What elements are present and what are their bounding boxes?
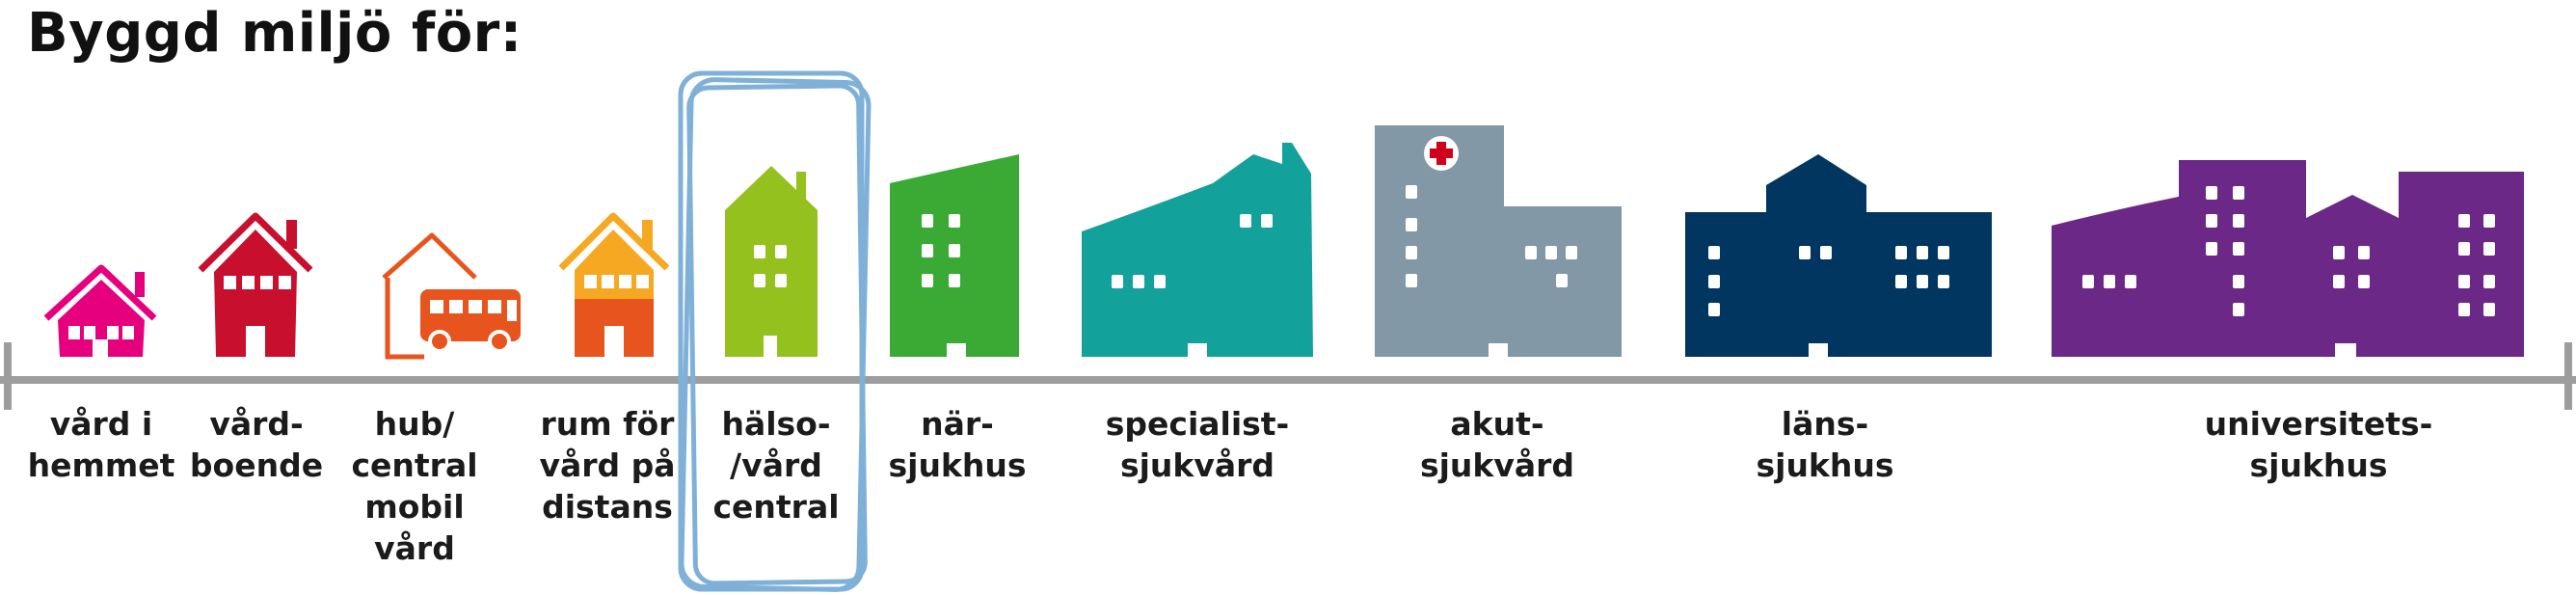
label-line: sjukhus — [1756, 446, 1894, 484]
emergency-care-building-icon — [1375, 125, 1622, 357]
label-vardboende: vård- boende — [131, 403, 382, 486]
label-line: läns- — [1781, 405, 1869, 443]
label-line: vård- — [209, 405, 304, 443]
red-cross-icon — [1430, 142, 1453, 165]
label-vard-i-hemmet: vård i hemmet — [0, 403, 227, 486]
label-line: specialist- — [1105, 405, 1290, 443]
label-line: när- — [921, 405, 994, 443]
county-hospital-building-icon — [1685, 154, 1992, 357]
diagram-title: Byggd miljö för: — [27, 2, 523, 65]
label-line: sjukvård — [1119, 446, 1275, 484]
label-line: distans — [542, 488, 673, 526]
label-specialistsjukvard: specialist- sjukvård — [1072, 403, 1323, 486]
label-line: vård på — [539, 446, 676, 484]
label-rum-for-vard-pa-distans: rum för vård på distans — [482, 403, 733, 527]
highlight-frame — [678, 70, 872, 592]
specialist-care-building-icon — [1082, 143, 1313, 357]
health-center-building-icon — [725, 166, 818, 357]
label-line: sjukhus — [2249, 446, 2388, 484]
home-care-house-icon — [43, 264, 157, 357]
label-line: universitets- — [2204, 405, 2433, 443]
label-line: hälso- — [721, 405, 831, 443]
label-halso-vardcentral: hälso- /vård central — [651, 403, 901, 527]
label-universitetssjukhus: universitets- sjukhus — [2193, 403, 2444, 486]
label-line: hemmet — [27, 446, 175, 484]
timeline-axis — [0, 342, 2576, 410]
local-hospital-building-icon — [890, 154, 1019, 357]
label-line: hub/ — [374, 405, 455, 443]
remote-care-room-house-icon — [558, 212, 670, 357]
label-narsjukhus: när- sjukhus — [832, 403, 1083, 486]
mobile-care-hub-icon — [382, 232, 521, 360]
door-notches — [947, 343, 2356, 357]
label-line: rum för — [540, 405, 675, 443]
label-line: central — [712, 488, 840, 526]
label-line: sjukhus — [888, 446, 1027, 484]
label-line: /vård — [730, 446, 822, 484]
bus-icon — [420, 289, 521, 353]
label-line: vård i — [49, 405, 153, 443]
label-hub-central-mobil-vard: hub/ central mobil vård — [289, 403, 540, 569]
label-line: sjukvård — [1419, 446, 1575, 484]
label-line: central — [351, 446, 478, 484]
label-line: akut- — [1450, 405, 1544, 443]
label-line: boende — [189, 446, 324, 484]
label-line: mobil — [364, 488, 465, 526]
university-hospital-building-icon — [2052, 160, 2524, 357]
label-line: vård — [374, 529, 455, 567]
label-lanssjukhus: läns- sjukhus — [1700, 403, 1950, 486]
care-home-house-icon — [198, 212, 313, 357]
label-akutsjukvard: akut- sjukvård — [1372, 403, 1623, 486]
